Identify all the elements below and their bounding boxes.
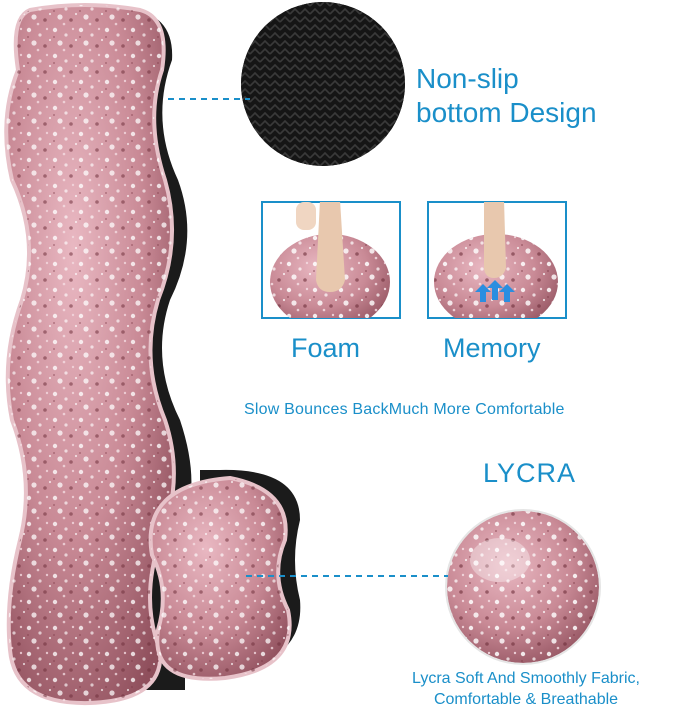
lycra-closeup bbox=[445, 509, 601, 665]
lycra-desc-line1: Lycra Soft And Smoothly Fabric, bbox=[412, 670, 640, 687]
arrow-up-icon bbox=[487, 280, 503, 300]
foam-panel bbox=[261, 201, 401, 319]
lycra-title: LYCRA bbox=[483, 458, 577, 488]
nonslip-caption: Non-slip bottom Design bbox=[416, 62, 597, 130]
arrow-up-icon bbox=[475, 284, 491, 302]
lycra-description: Lycra Soft And Smoothly Fabric, Comforta… bbox=[376, 668, 676, 710]
arrow-up-icon bbox=[499, 284, 515, 302]
non-slip-closeup bbox=[241, 2, 405, 166]
memory-panel bbox=[427, 201, 567, 319]
lycra-desc-line2: Comfortable & Breathable bbox=[433, 691, 619, 708]
foam-label: Foam bbox=[291, 333, 361, 363]
slow-bounce-caption: Slow Bounces BackMuch More Comfortable bbox=[244, 401, 565, 418]
nonslip-line2: bottom Design bbox=[416, 97, 597, 128]
nonslip-line1: Non-slip bbox=[416, 63, 519, 94]
memory-label: Memory bbox=[443, 333, 541, 363]
